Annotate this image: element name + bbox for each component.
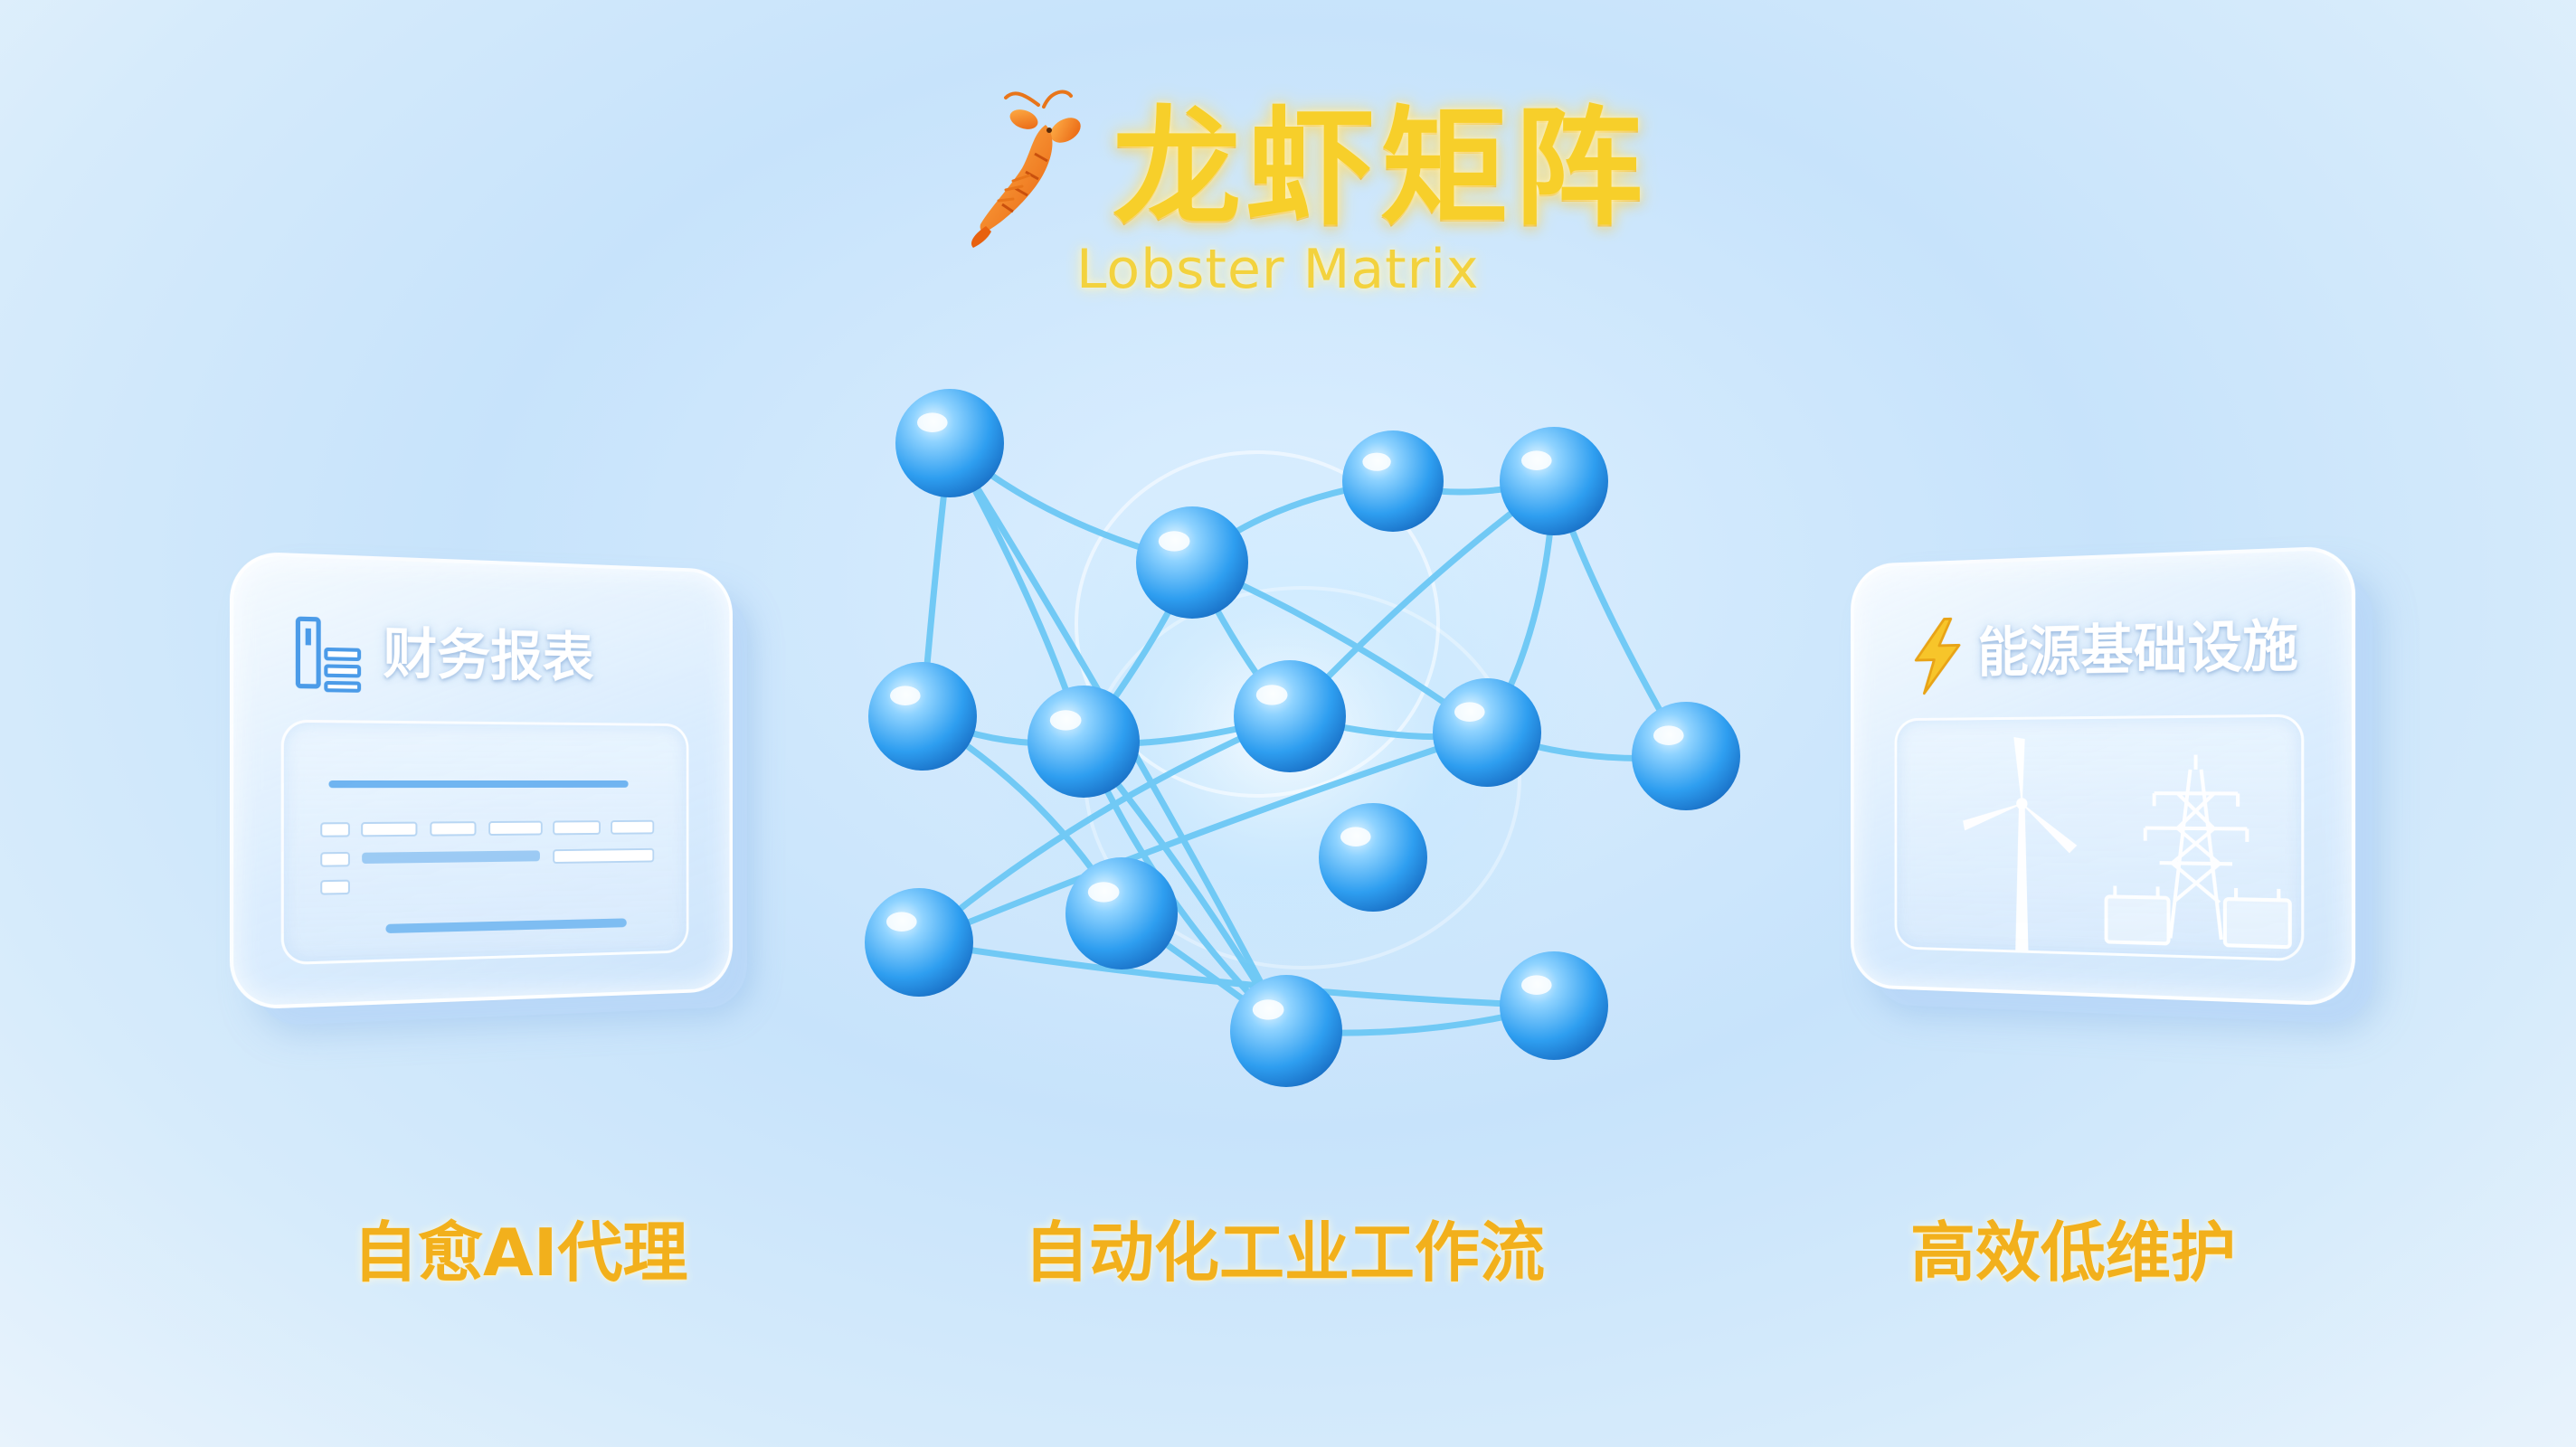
brand-subtitle: Lobster Matrix <box>1076 238 1480 301</box>
lobster-icon <box>959 89 1085 251</box>
network-node <box>1500 427 1608 535</box>
caption-efficient-low-maintenance: 高效低维护 <box>1910 1215 2237 1291</box>
network-link <box>915 729 1491 946</box>
card-title-energy: 能源基础设施 <box>1977 613 2299 686</box>
card-title-finance: 财务报表 <box>383 621 594 690</box>
energy-panel <box>1894 714 2305 962</box>
ai-network-graph <box>832 353 1773 1112</box>
financial-report-icon <box>290 611 374 696</box>
caption-self-healing-ai: 自愈AI代理 <box>353 1215 688 1291</box>
network-node <box>1632 702 1740 810</box>
network-node <box>868 662 977 771</box>
network-link <box>915 713 1293 946</box>
lightning-bolt-icon <box>1899 615 1975 695</box>
network-node <box>865 888 973 997</box>
network-node <box>1433 678 1541 787</box>
network-node <box>1028 686 1140 798</box>
brand-title: 龙虾矩阵 <box>1113 94 1648 243</box>
financial-report-card: 财务报表 <box>229 551 734 1010</box>
network-node <box>1342 430 1444 532</box>
network-link <box>915 939 1558 1009</box>
network-node <box>1065 857 1178 969</box>
caption-automated-workflow: 自动化工业工作流 <box>1024 1215 1546 1291</box>
network-node <box>895 389 1004 497</box>
network-node <box>1319 803 1427 912</box>
network-node <box>1136 506 1248 619</box>
wind-turbine-icon <box>1964 737 2077 951</box>
network-node <box>1230 975 1342 1087</box>
report-panel <box>280 719 689 966</box>
network-node <box>1500 951 1608 1060</box>
energy-infrastructure-card: 能源基础设施 <box>1851 544 2356 1007</box>
network-node <box>1234 660 1346 772</box>
